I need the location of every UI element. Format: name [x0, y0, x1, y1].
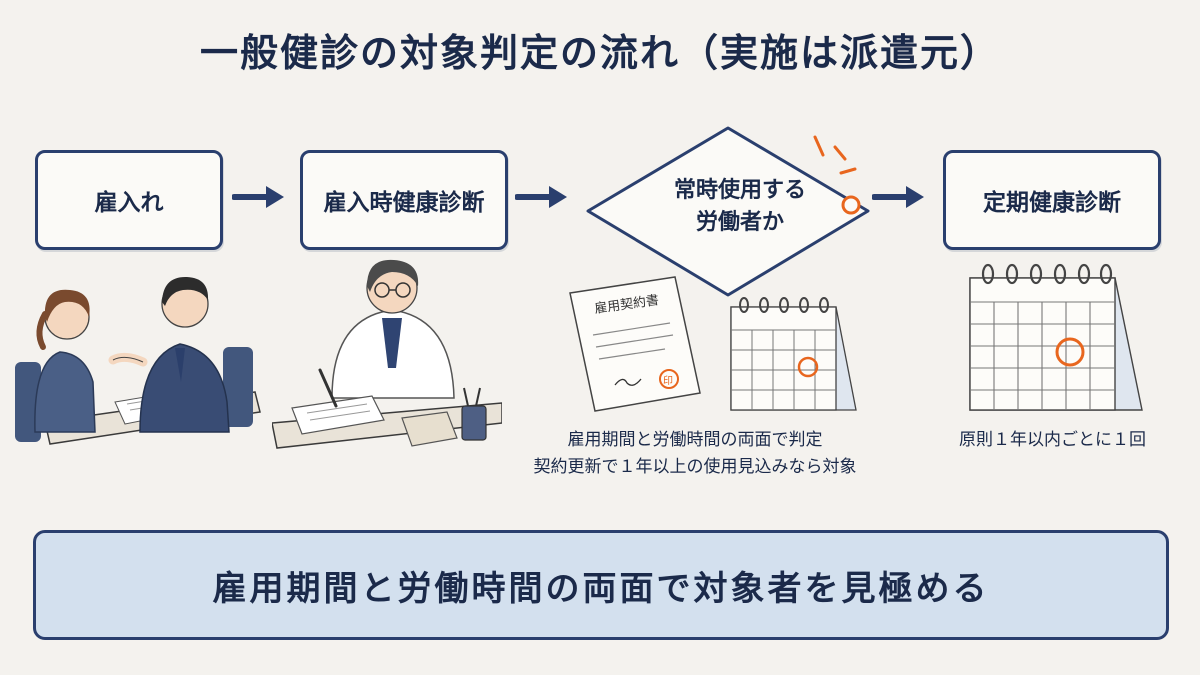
decision-line2: 労働者か	[695, 210, 784, 235]
contract-document-illustration: 雇用契約書 印	[569, 276, 701, 412]
arrow-right-icon	[872, 186, 924, 208]
step-periodic-checkup-box: 定期健康診断	[943, 150, 1161, 250]
arrow-right-icon	[232, 186, 284, 208]
decision-caption: 雇用期間と労働時間の両面で判定 契約更新で１年以上の使用見込みなら対象	[505, 427, 885, 481]
step-periodic-checkup-label: 定期健康診断	[983, 190, 1121, 216]
page-title: 一般健診の対象判定の流れ（実施は派遣元）	[199, 31, 1000, 75]
large-calendar-icon	[969, 263, 1143, 411]
decision-caption-line2: 契約更新で１年以上の使用見込みなら対象	[533, 457, 857, 477]
periodic-caption: 原則１年以内ごとに１回	[959, 430, 1146, 450]
interview-illustration	[15, 276, 261, 445]
decision-text: 常時使用する 労働者か	[640, 175, 840, 239]
stamp-label: 印	[663, 375, 673, 387]
step-hiring-label: 雇入れ	[94, 190, 164, 216]
step-hiring-box: 雇入れ	[35, 150, 223, 250]
summary-banner: 雇用期間と労働時間の両面で対象者を見極める	[33, 530, 1169, 640]
arrow-right-icon	[515, 186, 567, 208]
decision-diamond	[586, 126, 870, 297]
summary-banner-text: 雇用期間と労働時間の両面で対象者を見極める	[212, 568, 990, 609]
step-hiring-checkup-box: 雇入時健康診断	[300, 150, 508, 250]
decision-line1: 常時使用する	[673, 178, 806, 203]
decision-caption-line1: 雇用期間と労働時間の両面で判定	[567, 430, 823, 450]
doctor-illustration	[272, 259, 502, 449]
small-calendar-icon	[730, 297, 857, 411]
step-hiring-checkup-label: 雇入時健康診断	[323, 190, 485, 216]
